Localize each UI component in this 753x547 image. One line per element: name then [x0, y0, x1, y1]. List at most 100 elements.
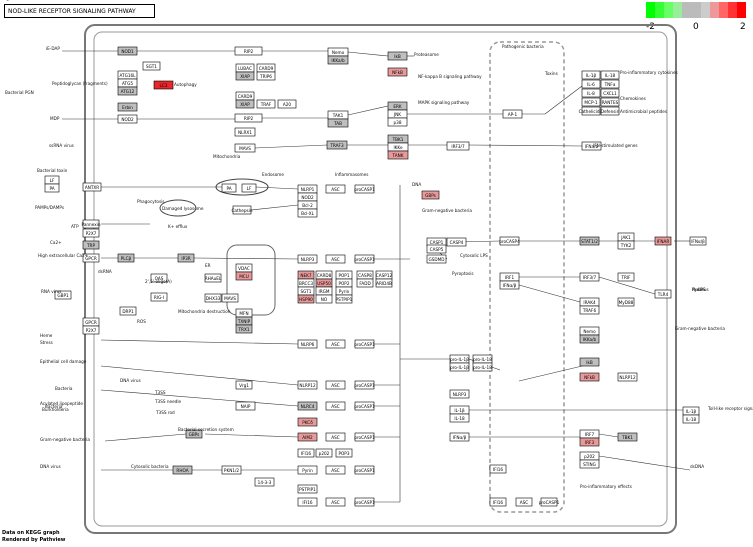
gene-node[interactable]: CASP5 [426, 244, 447, 254]
gene-node[interactable]: NOD1 [117, 46, 138, 56]
gene-node[interactable]: Bcl-XL [297, 208, 318, 218]
gene-node[interactable]: STAT1/2 [579, 236, 600, 246]
gene-node[interactable]: TRIF [617, 272, 635, 282]
gene-node[interactable]: proCASP1 [354, 432, 375, 442]
gene-node[interactable]: NLRP1 [297, 184, 318, 194]
gene-node[interactable]: IRGM [315, 286, 333, 296]
gene-node[interactable]: CASP4 [446, 237, 467, 247]
gene-node[interactable]: MAVS [234, 143, 256, 153]
gene-node[interactable]: p202 [579, 451, 600, 461]
gene-node[interactable]: JNK [387, 109, 408, 119]
gene-node[interactable]: NAIP [235, 401, 256, 411]
gene-node[interactable]: A20 [277, 99, 297, 109]
gene-node[interactable]: IKKa/b [579, 334, 600, 344]
gene-node[interactable]: TRIP6 [256, 71, 276, 81]
gene-node[interactable]: MCU [235, 271, 253, 281]
gene-node[interactable]: IP3R [177, 253, 195, 263]
gene-node[interactable]: LF [44, 175, 60, 185]
gene-node[interactable]: CARD9 [235, 91, 255, 101]
gene-node[interactable]: IL-1β [449, 405, 470, 415]
gene-node[interactable]: POP3 [335, 448, 353, 458]
gene-node[interactable]: USP50 [315, 278, 333, 288]
gene-node[interactable]: NLRP12 [297, 380, 318, 390]
gene-node[interactable]: TNFα [600, 79, 620, 89]
gene-node[interactable]: proCASP1 [354, 254, 375, 264]
gene-node[interactable]: AIM2 [297, 432, 318, 442]
gene-node[interactable]: TBK1 [387, 134, 409, 144]
gene-node[interactable]: Cathelicidin [579, 106, 604, 116]
gene-node[interactable]: TRX1 [235, 324, 253, 334]
gene-node[interactable]: HSP90 [297, 294, 315, 304]
gene-node[interactable]: IL-1β [682, 406, 700, 416]
gene-node[interactable]: pro-IL-18 [472, 362, 493, 372]
gene-node[interactable]: CARD9 [256, 63, 276, 73]
gene-node[interactable]: pro-IL-1β [449, 362, 470, 372]
gene-node[interactable]: CARD8 [315, 270, 333, 280]
gene-node[interactable]: TRAF [256, 99, 276, 109]
gene-node[interactable]: MCP-1 [581, 97, 601, 107]
gene-node[interactable]: proCASP1 [354, 339, 375, 349]
gene-node[interactable]: TRP [82, 240, 100, 250]
gene-node[interactable]: NEK7 [297, 270, 315, 280]
gene-node[interactable]: FADD [356, 278, 374, 288]
gene-node[interactable]: PA [221, 183, 237, 193]
gene-node[interactable]: SGT1 [142, 61, 161, 71]
gene-node[interactable]: TBK1 [617, 432, 638, 442]
gene-node[interactable]: IL-18 [449, 413, 470, 423]
gene-node[interactable]: LC3 [153, 80, 174, 90]
gene-node[interactable]: RIP2 [234, 113, 263, 123]
gene-node[interactable]: MAVS [221, 293, 239, 303]
gene-node[interactable]: ASC [325, 339, 346, 349]
gene-node[interactable]: IRF3/7 [446, 141, 470, 151]
gene-node[interactable]: ANTXR [82, 182, 102, 192]
gene-node[interactable]: IKKa/b [327, 55, 349, 65]
gene-node[interactable]: GBPs [185, 429, 203, 439]
gene-node[interactable]: ERK [387, 101, 408, 111]
gene-node[interactable]: LUBAC [235, 63, 255, 73]
gene-node[interactable]: IL-18 [682, 414, 700, 424]
gene-node[interactable]: GPCR [82, 253, 100, 263]
gene-node[interactable]: ASC [325, 380, 346, 390]
gene-node[interactable]: Pannexin [81, 219, 101, 229]
gene-node[interactable]: Cathepsin [231, 205, 253, 215]
gene-node[interactable]: proCASP1 [354, 401, 375, 411]
gene-node[interactable]: TRAF6 [579, 305, 600, 315]
gene-node[interactable]: IFI16 [297, 448, 315, 458]
gene-node[interactable]: NOD2 [297, 192, 318, 202]
gene-node[interactable]: TYK2 [617, 240, 635, 250]
gene-node[interactable]: OAS [150, 273, 168, 283]
gene-node[interactable]: p202 [315, 448, 333, 458]
gene-node[interactable]: IL-6 [581, 79, 601, 89]
gene-node[interactable]: Erbin [117, 102, 138, 112]
gene-node[interactable]: TAB [327, 118, 349, 128]
gene-node[interactable]: IFNα/β [449, 432, 470, 442]
gene-node[interactable]: IRF3/7 [579, 272, 600, 282]
gene-node[interactable]: BRCC3 [297, 278, 315, 288]
gene-node[interactable]: AP-1 [502, 109, 523, 119]
gene-node[interactable]: GSDMD [426, 254, 447, 264]
gene-node[interactable]: GBPs [421, 190, 440, 200]
gene-node[interactable]: NLRP6 [297, 339, 318, 349]
gene-node[interactable]: STING [579, 459, 600, 469]
gene-node[interactable]: CXCL1 [600, 88, 620, 98]
gene-node[interactable]: pro-IL-1β [449, 354, 470, 364]
gene-node[interactable]: DHX33 [204, 293, 222, 303]
gene-node[interactable]: ASC [325, 465, 346, 475]
gene-node[interactable]: pro-IL-18 [472, 354, 493, 364]
gene-node[interactable]: IL-18 [600, 70, 620, 80]
gene-node[interactable]: IRF7 [579, 429, 600, 439]
gene-node[interactable]: IFNα/β [689, 236, 707, 246]
gene-node[interactable]: IL-8 [581, 88, 601, 98]
gene-node[interactable]: IFNa/b [581, 141, 602, 151]
gene-node[interactable]: PKN1/2 [221, 465, 242, 475]
gene-node[interactable]: TXNIP [235, 316, 253, 326]
gene-node[interactable]: XIAP [235, 99, 255, 109]
gene-node[interactable]: XIAP [235, 71, 255, 81]
gene-node[interactable]: RHAuEL [204, 273, 222, 283]
gene-node[interactable]: NOD2 [117, 114, 138, 124]
gene-node[interactable]: CASP8 [356, 270, 374, 280]
gene-node[interactable]: proCASP1 [354, 184, 375, 194]
gene-node[interactable]: NLRX1 [234, 127, 256, 137]
gene-node[interactable]: Pyrin [335, 286, 353, 296]
gene-node[interactable]: RHOA [172, 465, 193, 475]
